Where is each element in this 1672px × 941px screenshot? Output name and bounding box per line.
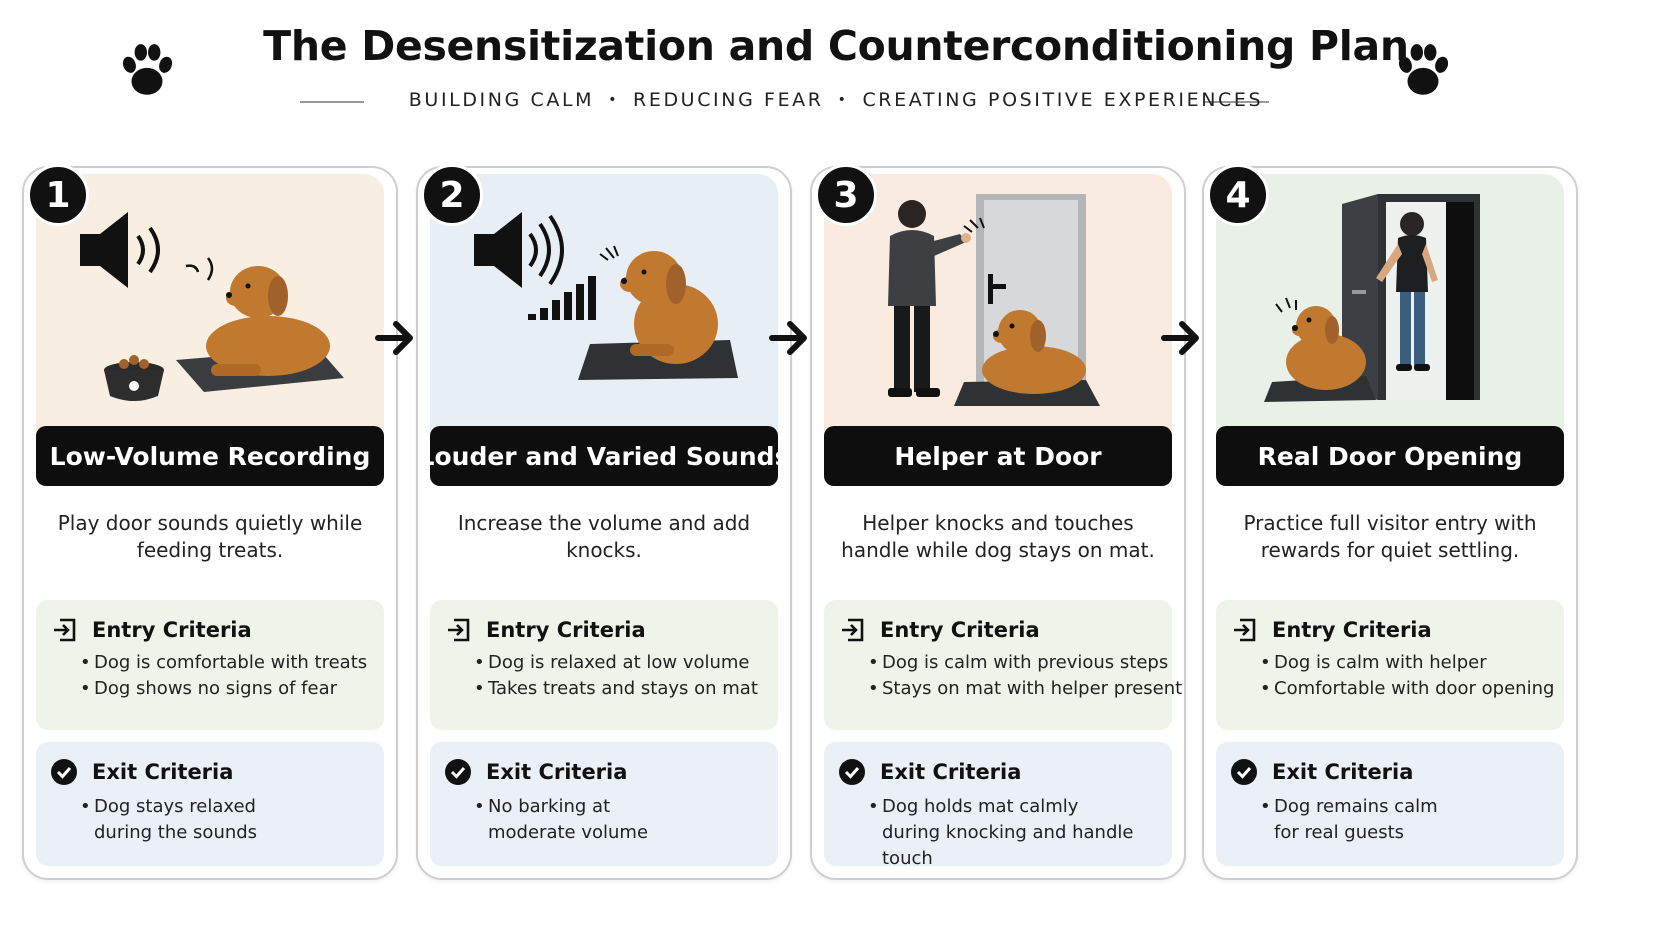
dog-on-mat-icon <box>176 266 344 392</box>
entry-criteria-box: Entry Criteria Dog is calm with helper C… <box>1216 600 1564 730</box>
exit-criteria-item: No barking at moderate volume <box>444 794 674 846</box>
entry-icon <box>842 618 864 642</box>
arrow-right-icon <box>1161 321 1199 355</box>
paw-print-icon <box>1398 44 1449 95</box>
step-title: Real Door Opening <box>1216 426 1564 486</box>
dog-on-mat-icon <box>954 310 1100 406</box>
page-title: The Desensitization and Countercondition… <box>263 22 1409 70</box>
subtitle-part: CREATING POSITIVE EXPERIENCES <box>862 89 1264 111</box>
visitor-icon <box>1376 212 1438 371</box>
subtitle-separator: • <box>608 92 620 108</box>
exit-criteria-item: Dog holds mat calmly during knocking and… <box>838 794 1138 872</box>
subtitle-part: REDUCING FEAR <box>633 89 824 111</box>
exit-criteria-box: Exit Criteria Dog holds mat calmly durin… <box>824 742 1172 869</box>
check-circle-icon <box>445 759 471 785</box>
step-description: Helper knocks and touches handle while d… <box>841 511 1155 562</box>
exit-criteria-label: Exit Criteria <box>92 760 234 784</box>
entry-criteria-item: Dog is calm with previous steps <box>868 650 1168 676</box>
step-illustration <box>1216 174 1564 454</box>
arrow-right-icon <box>375 321 413 355</box>
paw-print-icon <box>122 44 173 95</box>
subtitle-rule-left <box>300 101 364 103</box>
entry-criteria-label: Entry Criteria <box>92 618 252 642</box>
step-illustration <box>36 174 384 454</box>
subtitle-rule-right <box>1205 101 1269 103</box>
entry-criteria-item: Comfortable with door opening <box>1260 676 1554 702</box>
exit-criteria-label: Exit Criteria <box>486 760 628 784</box>
dog-on-mat-icon <box>1264 306 1376 402</box>
exit-criteria-box: Exit Criteria No barking at moderate vol… <box>430 742 778 866</box>
step-number-badge: 1 <box>27 164 89 226</box>
step-number-badge: 3 <box>815 164 877 226</box>
entry-criteria-label: Entry Criteria <box>880 618 1040 642</box>
entry-criteria-box: Entry Criteria Dog is comfortable with t… <box>36 600 384 730</box>
entry-criteria-label: Entry Criteria <box>486 618 646 642</box>
helper-person-icon <box>888 200 971 397</box>
step-illustration <box>430 174 778 454</box>
dog-on-mat-icon <box>578 251 738 380</box>
entry-icon <box>54 618 76 642</box>
step-card-2: 2 Louder and Varied Sounds Increase the … <box>416 164 792 880</box>
step-description: Play door sounds quietly while feeding t… <box>57 511 363 562</box>
entry-criteria-item: Dog is comfortable with treats <box>80 650 368 676</box>
dog-bowl-icon <box>104 355 164 401</box>
check-circle-icon <box>839 759 865 785</box>
check-circle-icon <box>51 759 77 785</box>
entry-criteria-box: Entry Criteria Dog is calm with previous… <box>824 600 1182 730</box>
exit-criteria-label: Exit Criteria <box>880 760 1022 784</box>
entry-criteria-item: Dog is calm with helper <box>1260 650 1548 676</box>
page-header: The Desensitization and Countercondition… <box>0 0 1672 140</box>
subtitle-separator: • <box>837 92 849 108</box>
step-card-1: 1 Low-Volume Recording Play door sounds … <box>22 164 398 880</box>
step-card-4: 4 Real Door Opening Practice full visito… <box>1202 164 1578 880</box>
exit-criteria-box: Exit Criteria Dog stays relaxed during t… <box>36 742 384 866</box>
step-illustration <box>824 174 1172 454</box>
entry-criteria-label: Entry Criteria <box>1272 618 1432 642</box>
speaker-high-icon <box>474 212 564 288</box>
exit-criteria-item: Dog stays relaxed during the sounds <box>50 794 280 846</box>
exit-criteria-label: Exit Criteria <box>1272 760 1414 784</box>
step-number-badge: 4 <box>1207 164 1269 226</box>
subtitle-part: BUILDING CALM <box>408 89 595 111</box>
entry-criteria-item: Stays on mat with helper present <box>868 676 1182 702</box>
entry-icon <box>448 618 470 642</box>
page-subtitle: BUILDING CALM • REDUCING FEAR • CREATING POS… <box>409 89 1263 111</box>
exit-criteria-box: Exit Criteria Dog remains calm for real … <box>1216 742 1564 866</box>
step-title: Low-Volume Recording <box>36 426 384 486</box>
entry-criteria-item: Dog is relaxed at low volume <box>474 650 762 676</box>
entry-icon <box>1234 618 1256 642</box>
step-description: Increase the volume and add knocks. <box>457 511 751 562</box>
step-title: Helper at Door <box>824 426 1172 486</box>
step-number-badge: 2 <box>421 164 483 226</box>
volume-bars-icon <box>528 276 596 320</box>
step-card-3: 3 Helper at Door Helper knocks and touch… <box>810 164 1186 880</box>
exit-criteria-item: Dog remains calm for real guests <box>1230 794 1450 846</box>
step-description: Practice full visitor entry with rewards… <box>1243 511 1537 562</box>
speaker-low-icon <box>80 212 160 288</box>
entry-criteria-box: Entry Criteria Dog is relaxed at low vol… <box>430 600 778 730</box>
entry-criteria-item: Dog shows no signs of fear <box>80 676 368 702</box>
check-circle-icon <box>1231 759 1257 785</box>
entry-criteria-item: Takes treats and stays on mat <box>474 676 762 702</box>
step-title: Louder and Varied Sounds <box>419 426 789 486</box>
arrow-right-icon <box>769 321 807 355</box>
